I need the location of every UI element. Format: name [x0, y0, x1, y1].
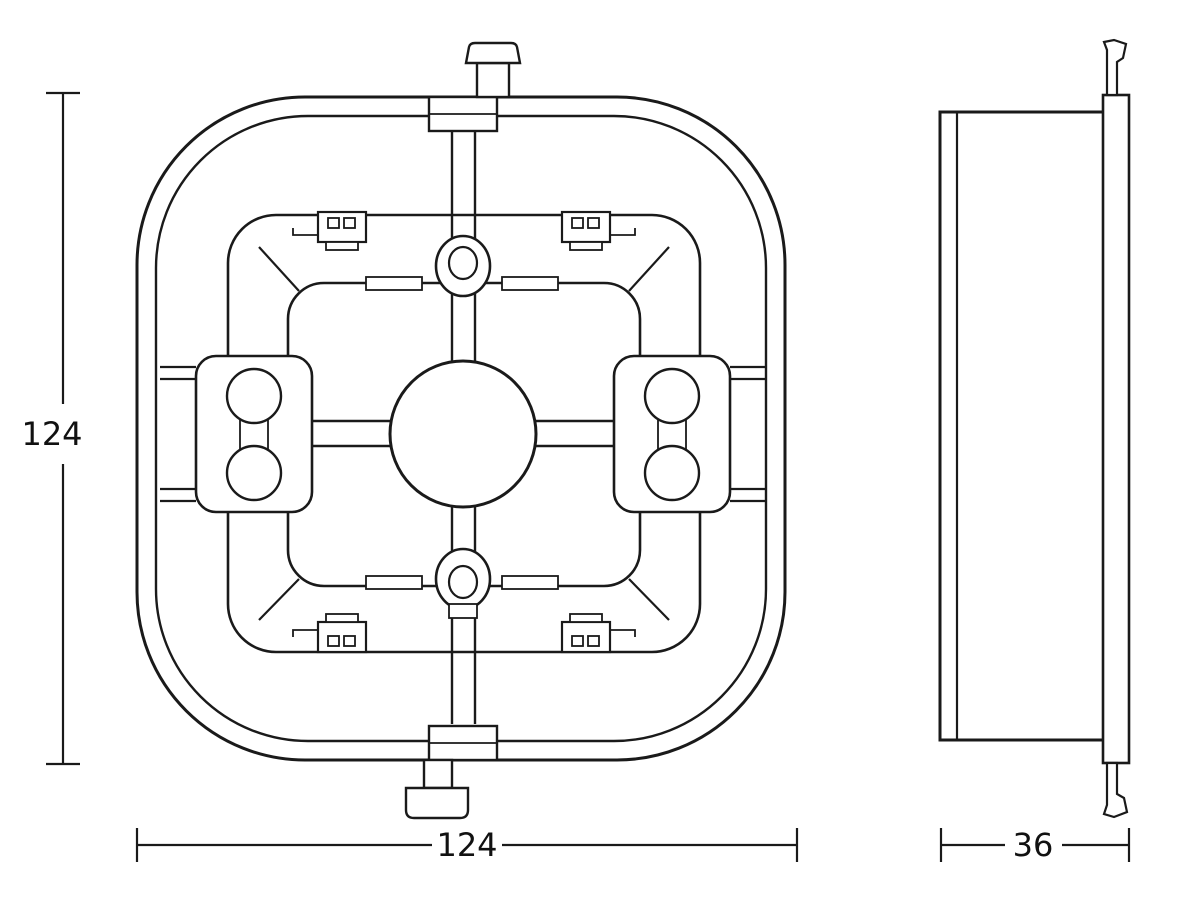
- side-body-outline: [938, 110, 1103, 742]
- inner-frame-bevels: [258, 246, 670, 621]
- corner-clip-bottom-right: [560, 613, 636, 654]
- bottom-mount-block: [427, 724, 499, 762]
- bottom-knob: [404, 758, 470, 820]
- left-bracket-top-hole: [225, 367, 283, 425]
- left-bracket-bottom-hole: [225, 444, 283, 502]
- side-bottom-clip: [1102, 761, 1129, 819]
- side-depth-label: 36: [1013, 826, 1054, 864]
- right-bracket-top-hole: [643, 367, 701, 425]
- corner-clip-bottom-left: [292, 613, 368, 654]
- side-view: [938, 38, 1131, 819]
- bottom-pivot-circle: [434, 547, 492, 619]
- plate-slots: [365, 276, 559, 590]
- front-height-label: 124: [21, 415, 82, 453]
- center-horizontal-bar: [312, 419, 614, 448]
- center-hole: [388, 359, 538, 509]
- corner-clip-top-right: [560, 210, 636, 251]
- dimension-front-width: 124: [135, 826, 799, 864]
- left-bracket: [160, 354, 314, 514]
- right-bracket-bottom-hole: [643, 444, 701, 502]
- side-flange: [1101, 93, 1131, 765]
- top-knob: [464, 41, 522, 99]
- top-mount-block: [427, 95, 499, 133]
- corner-clip-top-left: [292, 210, 368, 251]
- front-width-label: 124: [436, 826, 497, 864]
- side-top-clip: [1102, 38, 1128, 97]
- right-bracket: [612, 354, 766, 514]
- dimension-front-height: 124: [21, 91, 83, 766]
- dimension-side-depth: 36: [939, 826, 1131, 864]
- front-view: [135, 41, 787, 820]
- top-pivot-circle: [434, 234, 492, 298]
